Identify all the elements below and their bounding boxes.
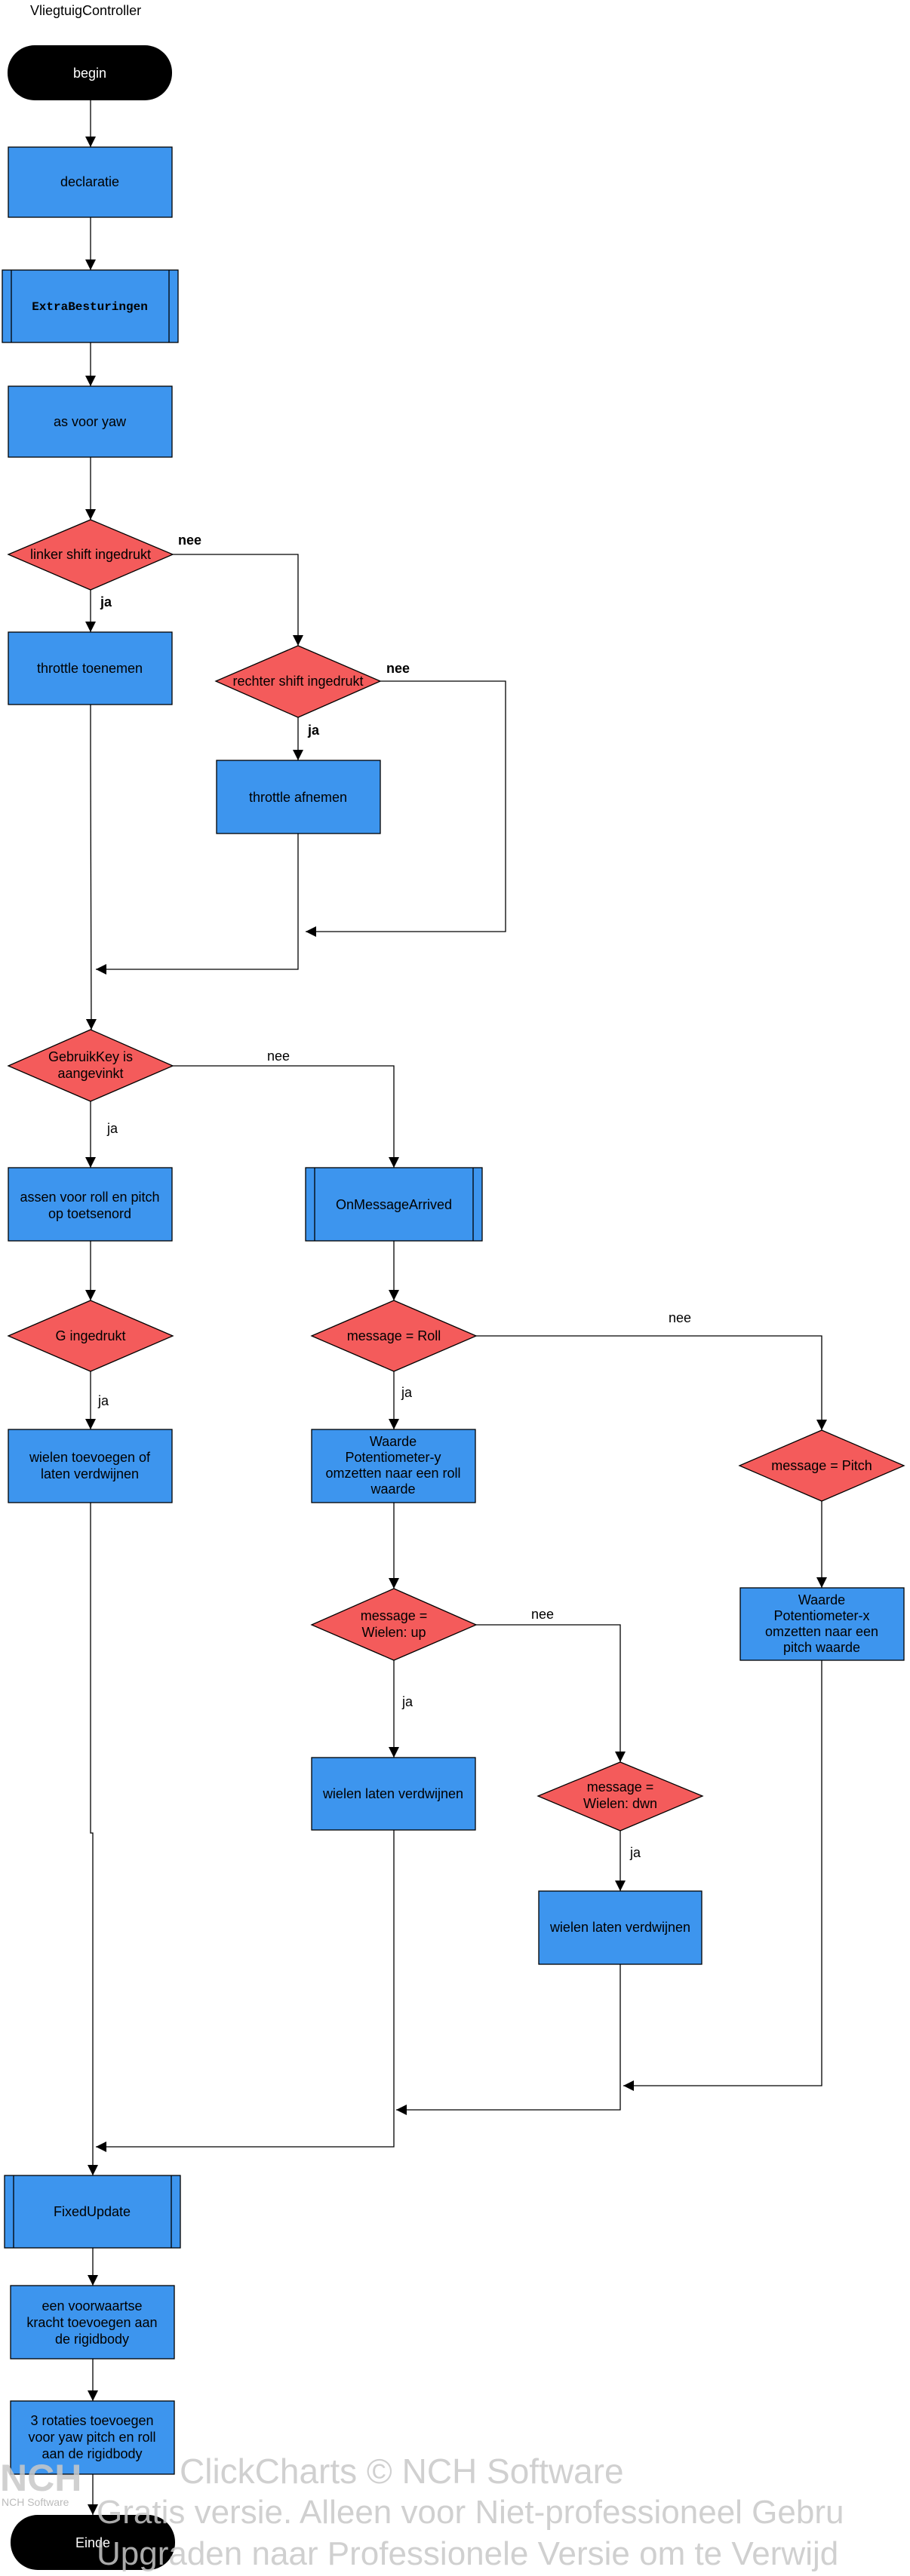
node-assen: assen voor roll en pitch op toetsenord — [8, 1167, 173, 1242]
edge-gebruik-onmessage — [173, 1065, 399, 1168]
node-declaratie-label: declaratie — [60, 174, 119, 189]
node-potentiometer-x-label-1: Waarde — [798, 1592, 845, 1607]
node-wielen-up: wielen laten verdwijnen — [311, 1757, 476, 1831]
decision-gebruikkey-label-1: GebruikKey is — [48, 1049, 133, 1064]
edge-wielentoggle-fixed — [88, 1503, 98, 2175]
edge-wielenup-merge — [96, 1830, 395, 2152]
decision-wielen-up-label-2: Wielen: up — [361, 1625, 426, 1640]
decision-message-roll: message = Roll — [310, 1300, 478, 1372]
node-assen-label-2: op toetsenord — [48, 1206, 131, 1221]
decision-message-pitch-label: message = Pitch — [771, 1458, 872, 1473]
node-fixedupdate-label: FixedUpdate — [54, 2204, 131, 2219]
node-rotaties-label-1: 3 rotaties toevoegen — [30, 2413, 153, 2428]
label-up-nee: nee — [531, 1607, 554, 1622]
label-roll-nee: nee — [669, 1310, 691, 1325]
node-potentiometer-x-label-2: Potentiometer-x — [773, 1608, 869, 1623]
node-wielen-toggle-label-1: wielen toevoegen of — [29, 1450, 151, 1465]
node-throttle-toenemen-label: throttle toenemen — [37, 661, 143, 676]
decision-message-roll-label: message = Roll — [347, 1328, 441, 1343]
node-begin-label: begin — [73, 66, 106, 81]
decision-wielen-dwn: message = Wielen: dwn — [536, 1761, 704, 1831]
edge-linker-rechter — [173, 554, 303, 646]
node-declaratie: declaratie — [8, 146, 173, 218]
label-roll-ja: ja — [401, 1385, 413, 1400]
node-potentiometer-x-label-3: omzetten naar een — [765, 1624, 878, 1639]
chart-title: VliegtuigController — [30, 3, 141, 18]
node-potentiometer-x: Waarde Potentiometer-x omzetten naar een… — [739, 1587, 905, 1661]
node-kracht-label-3: de rigidbody — [55, 2332, 129, 2347]
node-einde-label: Einde — [75, 2535, 110, 2550]
watermark: NCH NCH Software ClickCharts © NCH Softw… — [0, 2452, 844, 2572]
label-rechter-nee: nee — [386, 661, 410, 676]
node-kracht-label-1: een voorwaartse — [42, 2298, 142, 2313]
node-wielen-dwn-label: wielen laten verdwijnen — [549, 1920, 690, 1935]
edge-wielendwn-merge — [396, 1964, 621, 2115]
node-rotaties-label-3: aan de rigidbody — [42, 2446, 142, 2461]
node-assen-label-1: assen voor roll en pitch — [20, 1190, 159, 1205]
connectors — [85, 100, 827, 2515]
node-extrabesturingen-label: ExtraBesturingen — [32, 300, 148, 314]
label-dwn-ja: ja — [629, 1845, 641, 1860]
label-gebruik-nee: nee — [267, 1049, 290, 1064]
node-potentiometer-x-label-4: pitch waarde — [783, 1640, 860, 1655]
node-wielen-toggle: wielen toevoegen of laten verdwijnen — [8, 1429, 173, 1503]
node-extrabesturingen: ExtraBesturingen — [2, 269, 179, 343]
node-wielen-toggle-label-2: laten verdwijnen — [41, 1466, 139, 1481]
decision-wielen-up-label-1: message = — [361, 1608, 428, 1623]
watermark-line-3: Upgraden naar Professionele Versie om te… — [97, 2535, 838, 2572]
watermark-logo-caption: NCH Software — [2, 2496, 69, 2508]
label-linker-ja: ja — [100, 594, 112, 609]
label-g-ja: ja — [97, 1393, 109, 1408]
decision-wielen-dwn-label-1: message = — [587, 1779, 654, 1795]
node-einde: Einde — [11, 2515, 175, 2570]
watermark-line-2: Gratis versie. Alleen voor Niet-professi… — [97, 2494, 844, 2531]
edge-up-dwn — [476, 1624, 626, 1762]
node-throttle-afnemen: throttle afnemen — [216, 760, 381, 834]
label-rechter-ja: ja — [307, 723, 320, 738]
decision-gebruikkey: GebruikKey is aangevinkt — [7, 1029, 174, 1102]
node-potentiometer-y-label-4: waarde — [370, 1481, 415, 1497]
node-rotaties: 3 rotaties toevoegen voor yaw pitch en r… — [10, 2400, 175, 2475]
node-yaw: as voor yaw — [8, 385, 173, 458]
decision-linker-shift: linker shift ingedrukt — [7, 519, 174, 591]
decision-wielen-up: message = Wielen: up — [310, 1588, 478, 1661]
node-throttle-toenemen: throttle toenemen — [8, 631, 173, 705]
decision-gebruikkey-label-2: aangevinkt — [57, 1066, 123, 1081]
decision-message-pitch: message = Pitch — [738, 1429, 905, 1502]
node-wielen-dwn: wielen laten verdwijnen — [538, 1890, 702, 1965]
node-onmessagearrived: OnMessageArrived — [305, 1167, 483, 1242]
watermark-line-1: ClickCharts © NCH Software — [180, 2452, 624, 2491]
edge-rechter-nee — [306, 680, 506, 937]
edge-throttledown-merge — [96, 834, 299, 975]
decision-g-ingedrukt: G ingedrukt — [7, 1300, 174, 1372]
node-wielen-up-label: wielen laten verdwijnen — [322, 1786, 463, 1801]
node-kracht: een voorwaartse kracht toevoegen aan de … — [10, 2285, 175, 2360]
node-potentiometer-y: Waarde Potentiometer-y omzetten naar een… — [311, 1429, 476, 1503]
decision-linker-shift-label: linker shift ingedrukt — [30, 547, 151, 562]
decision-rechter-shift: rechter shift ingedrukt — [214, 645, 382, 718]
watermark-logo: NCH — [0, 2457, 81, 2499]
label-linker-nee: nee — [178, 533, 201, 548]
decision-rechter-shift-label: rechter shift ingedrukt — [232, 674, 363, 689]
node-potentiometer-y-label-2: Potentiometer-y — [345, 1450, 441, 1465]
node-potentiometer-y-label-1: Waarde — [370, 1434, 417, 1449]
node-yaw-label: as voor yaw — [54, 414, 127, 429]
edge-potx-merge — [623, 1660, 822, 2091]
label-up-ja: ja — [401, 1694, 413, 1709]
node-potentiometer-y-label-3: omzetten naar een roll — [325, 1466, 460, 1481]
node-throttle-afnemen-label: throttle afnemen — [249, 790, 347, 805]
node-begin: begin — [8, 45, 172, 100]
node-kracht-label-2: kracht toevoegen aan — [26, 2315, 157, 2330]
edge-roll-pitch — [476, 1335, 827, 1430]
node-onmessagearrived-label: OnMessageArrived — [336, 1197, 452, 1212]
node-rotaties-label-2: voor yaw pitch en roll — [28, 2430, 155, 2445]
node-fixedupdate: FixedUpdate — [4, 2175, 181, 2249]
label-gebruik-ja: ja — [106, 1121, 118, 1136]
decision-wielen-dwn-label-2: Wielen: dwn — [583, 1796, 657, 1811]
decision-g-ingedrukt-label: G ingedrukt — [55, 1328, 125, 1343]
